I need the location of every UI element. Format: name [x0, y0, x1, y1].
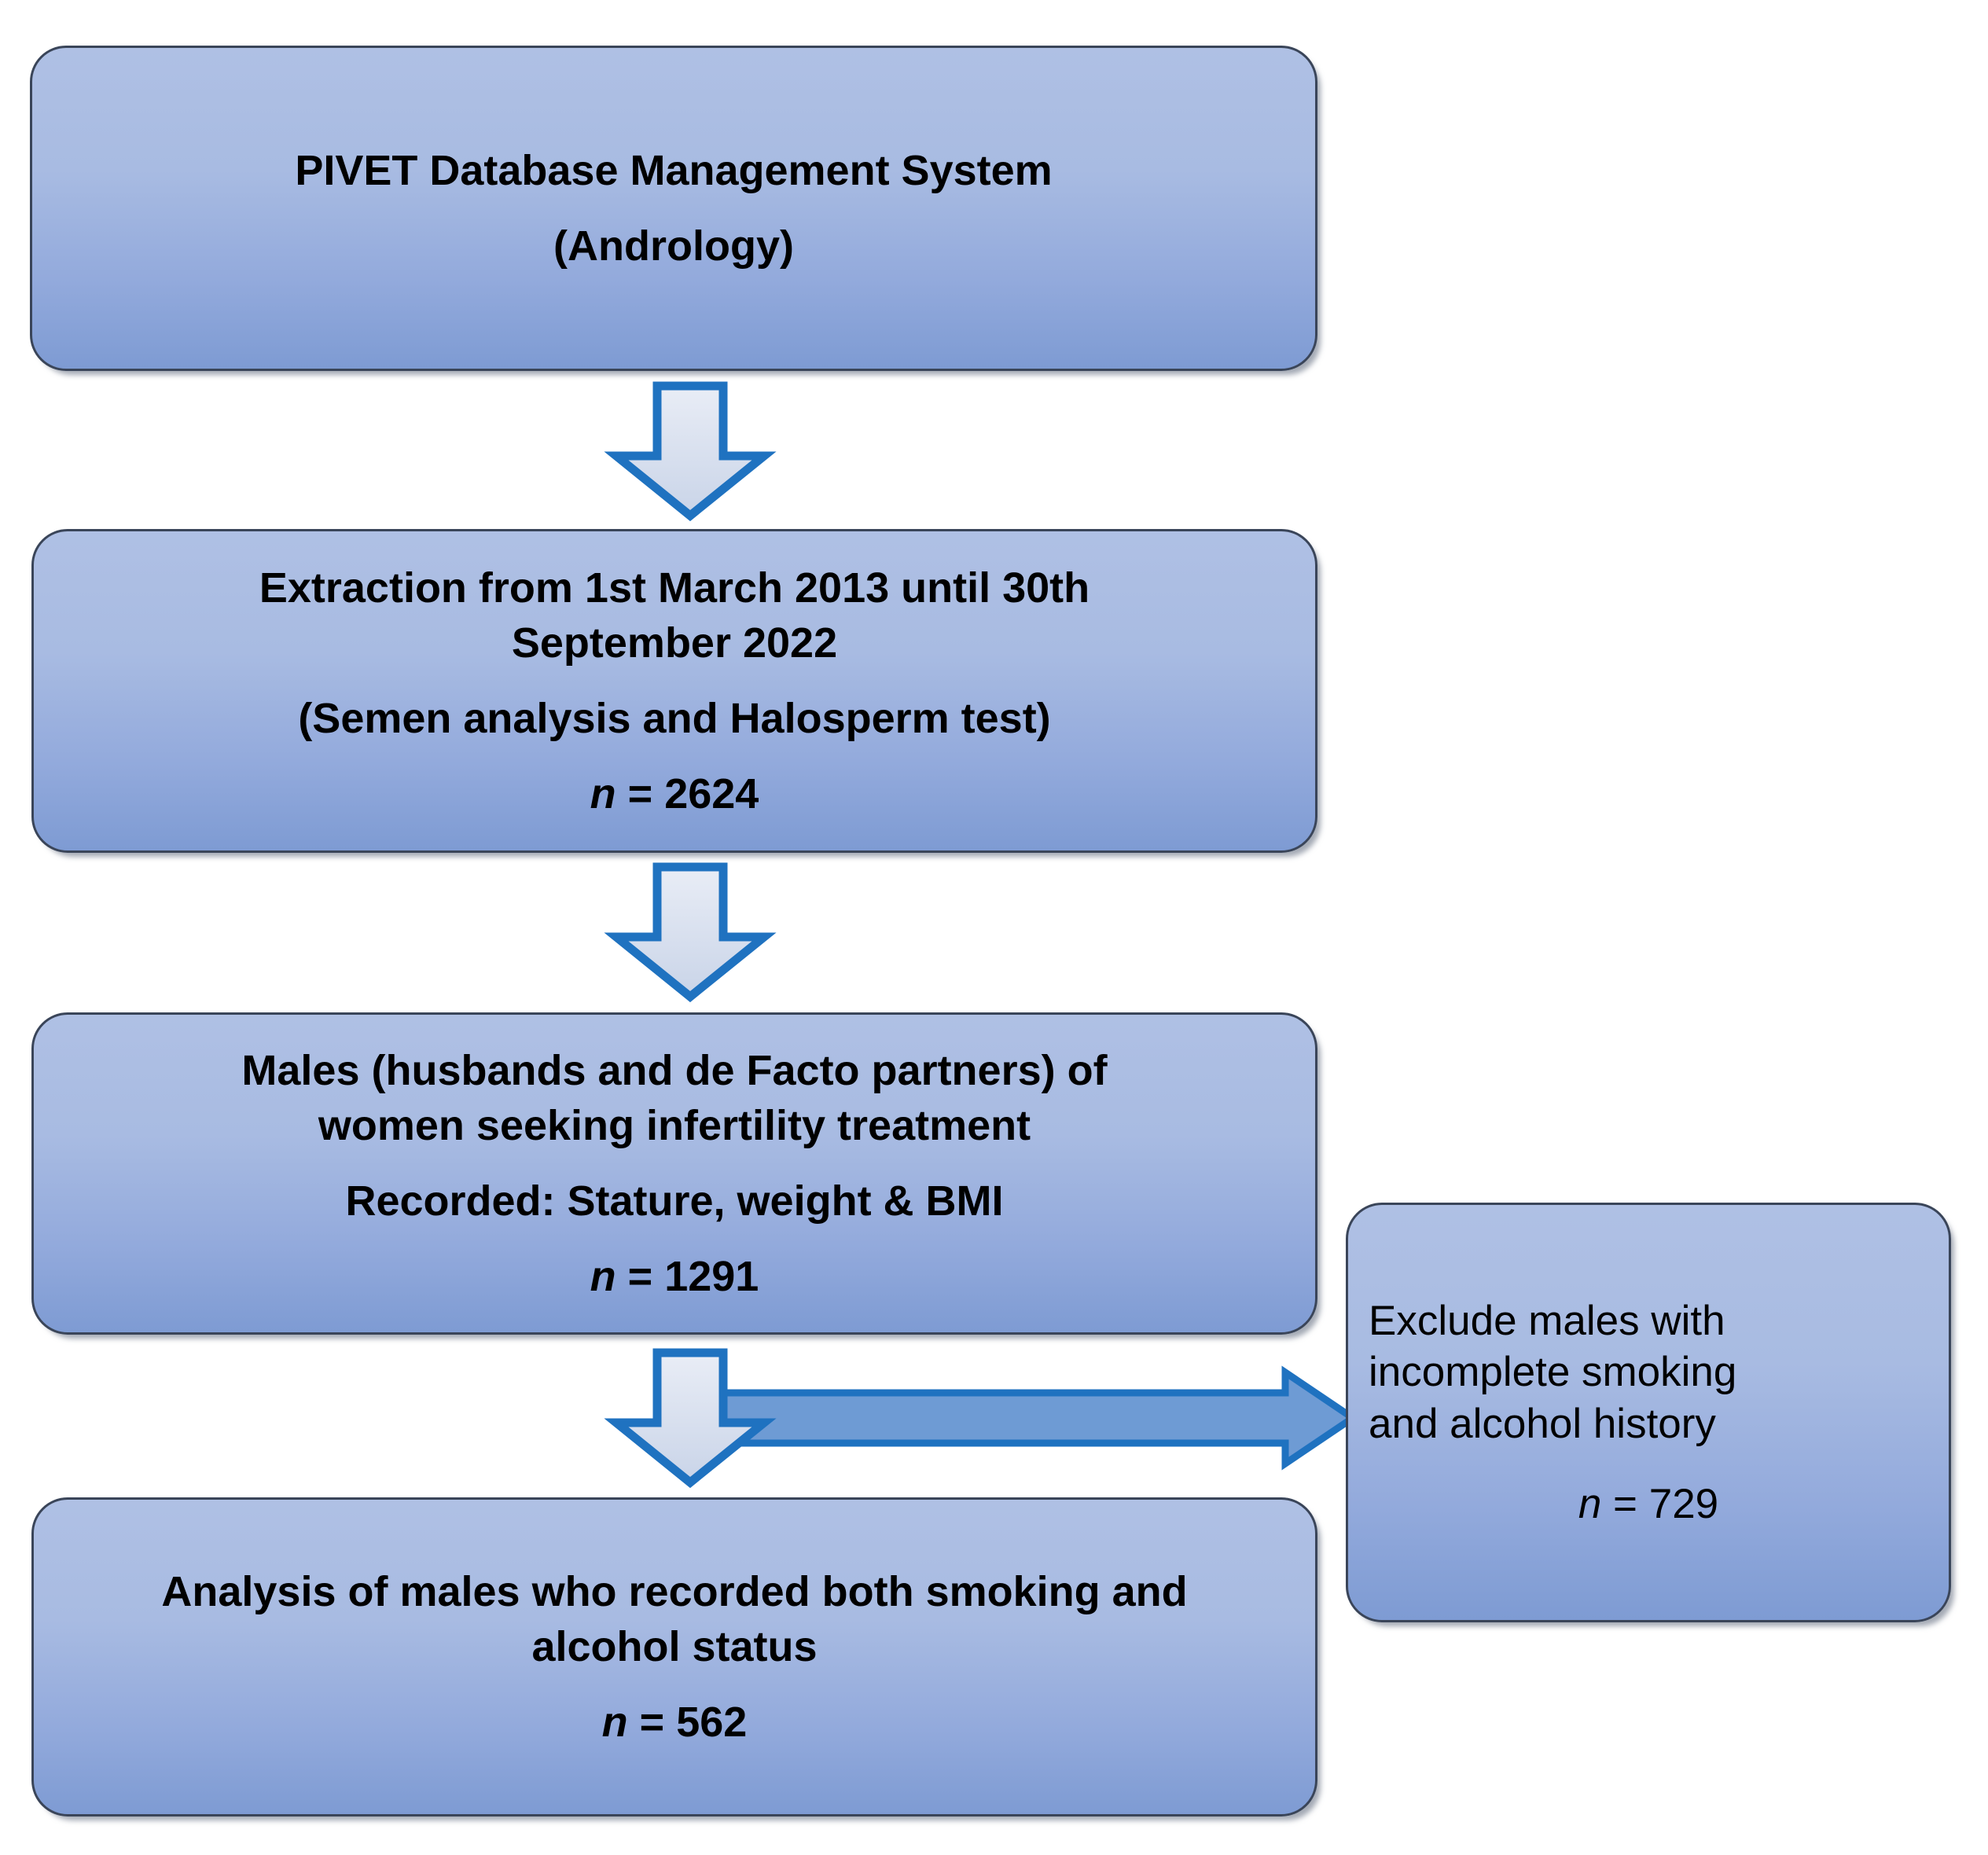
node-males-recorded-text: Males (husbands and de Facto partners) o…	[34, 1043, 1315, 1305]
node-final-analysis-count: n = 562	[54, 1695, 1295, 1750]
node-exclusion-text: Exclude males with incomplete smoking an…	[1348, 1295, 1949, 1530]
node-males-recorded-count: n = 1291	[54, 1249, 1295, 1304]
node-extraction-window-text: Extraction from 1st March 2013 until 30t…	[34, 560, 1315, 822]
node-males-recorded-line-1: Males (husbands and de Facto partners) o…	[241, 1046, 1108, 1094]
node-exclusion-count: n = 729	[1369, 1478, 1928, 1530]
node-final-analysis-line-1: Analysis of males who recorded both smok…	[161, 1567, 1188, 1615]
arrow-males-to-exclusion	[710, 1365, 1360, 1471]
node-extraction-window-line-2: September 2022	[511, 619, 838, 667]
node-males-recorded: Males (husbands and de Facto partners) o…	[31, 1012, 1317, 1335]
node-extraction-window: Extraction from 1st March 2013 until 30t…	[31, 529, 1317, 853]
node-males-recorded-line-2: women seeking infertility treatment	[318, 1101, 1031, 1149]
node-final-analysis-text: Analysis of males who recorded both smok…	[34, 1564, 1315, 1750]
node-pivet-database-line-2: (Andrology)	[553, 222, 794, 270]
node-males-recorded-count-value: = 1291	[616, 1253, 759, 1301]
node-exclusion-count-value: = 729	[1601, 1480, 1719, 1527]
node-final-analysis: Analysis of males who recorded both smok…	[31, 1497, 1317, 1816]
node-exclusion: Exclude males with incomplete smoking an…	[1346, 1203, 1951, 1622]
node-extraction-window-line-1: Extraction from 1st March 2013 until 30t…	[259, 564, 1090, 612]
arrow-extraction-to-males	[604, 862, 777, 1003]
node-exclusion-line-3: and alcohol history	[1369, 1401, 1716, 1447]
node-males-recorded-count-symbol: n	[590, 1253, 616, 1301]
node-extraction-window-count: n = 2624	[54, 766, 1295, 821]
node-extraction-window-line-3: (Semen analysis and Halosperm test)	[298, 695, 1051, 742]
node-pivet-database-line-1: PIVET Database Management System	[295, 146, 1053, 194]
node-final-analysis-count-symbol: n	[601, 1699, 628, 1747]
node-final-analysis-count-value: = 562	[627, 1699, 748, 1747]
arrow-source-to-extraction	[604, 381, 777, 522]
arrow-males-to-analysis	[604, 1348, 777, 1489]
node-pivet-database: PIVET Database Management System (Androl…	[30, 46, 1317, 371]
node-males-recorded-line-3: Recorded: Stature, weight & BMI	[345, 1177, 1004, 1225]
node-exclusion-count-symbol: n	[1578, 1480, 1602, 1527]
node-extraction-window-count-value: = 2624	[616, 770, 759, 818]
node-exclusion-line-2: incomplete smoking	[1369, 1349, 1737, 1396]
node-final-analysis-line-2: alcohol status	[531, 1622, 818, 1670]
node-pivet-database-text: PIVET Database Management System (Androl…	[32, 143, 1315, 274]
node-extraction-window-count-symbol: n	[590, 770, 616, 818]
node-exclusion-line-1: Exclude males with	[1369, 1297, 1725, 1344]
